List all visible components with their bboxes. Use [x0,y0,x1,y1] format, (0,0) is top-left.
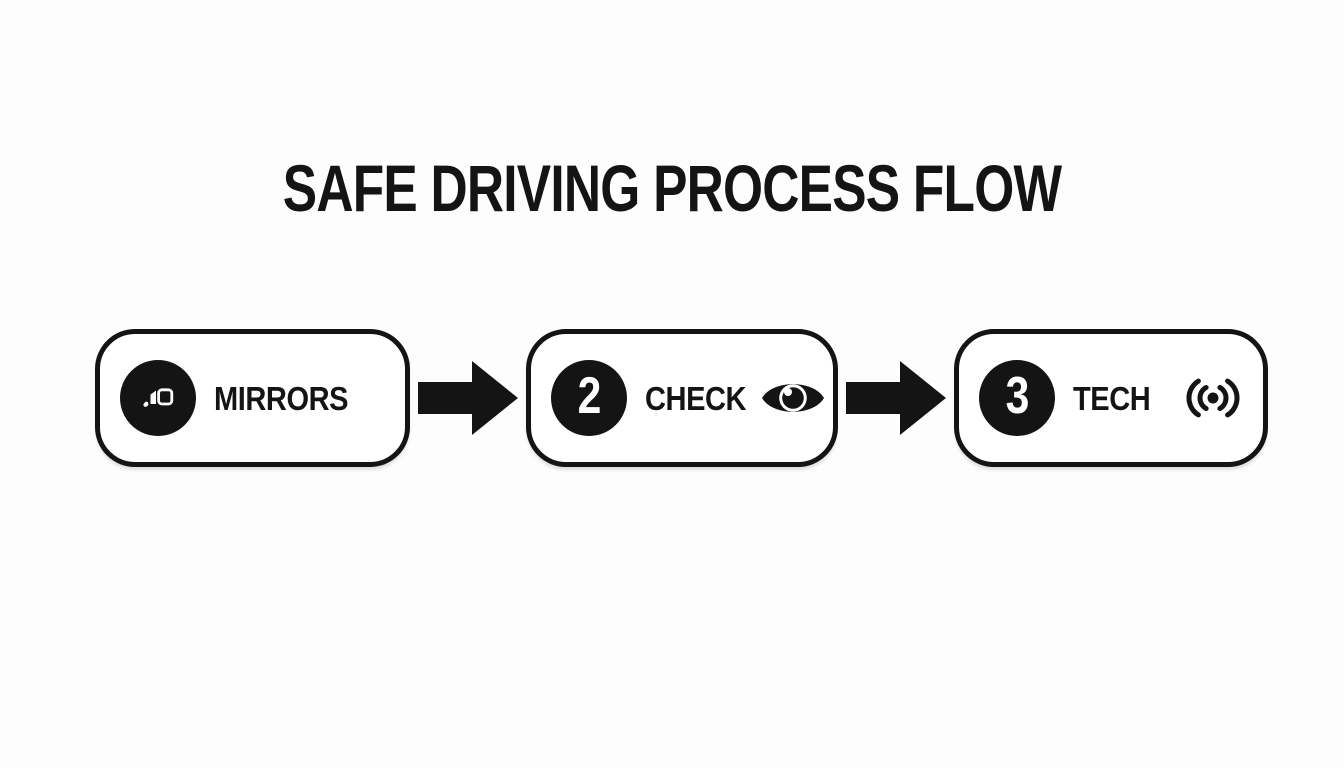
side-mirror-icon [135,375,181,421]
step-label: MIRRORS [214,379,349,417]
signal-icon [1181,373,1245,423]
diagram-title-text: SAFE DRIVING PROCESS FLOW [282,151,1062,225]
arrow-right-icon [418,359,518,437]
step-badge: 3 [979,360,1055,436]
step-node-check: 2 CHECK [526,329,838,467]
arrow-right-icon [846,359,946,437]
step-number: 2 [577,367,601,425]
step-node-mirrors: MIRRORS [95,329,410,467]
step-badge: 2 [551,360,627,436]
eye-icon [760,375,826,421]
process-flow: MIRRORS 2 CHECK 3 TECH [95,329,1268,467]
step-label: CHECK [645,379,747,417]
step-label: TECH [1073,379,1151,417]
step-badge [120,360,196,436]
diagram-title: SAFE DRIVING PROCESS FLOW [0,155,1344,221]
step-number: 3 [1005,367,1029,425]
step-node-tech: 3 TECH [954,329,1268,467]
